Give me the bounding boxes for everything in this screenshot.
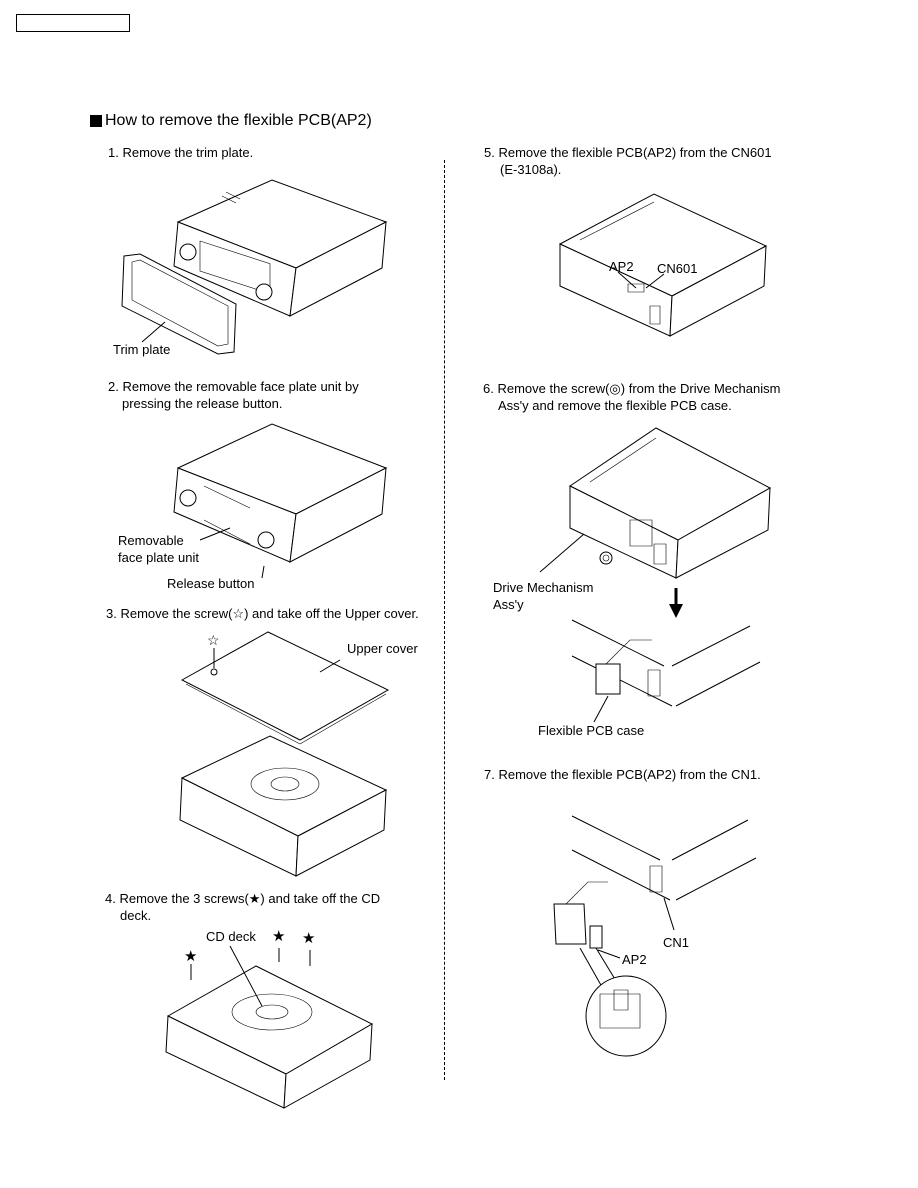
step6-drive-mechanism	[540, 428, 770, 578]
bullet-square-icon	[90, 115, 102, 127]
open-star-icon: ☆	[207, 632, 220, 648]
removable-label-line2: face plate unit	[118, 550, 199, 565]
step3-text: 3. Remove the screw(☆) and take off the …	[106, 606, 419, 621]
filled-star-icon-a: ★	[272, 928, 286, 945]
cn1-label: CN1	[663, 935, 690, 950]
column-divider	[444, 160, 445, 1080]
header-box	[16, 14, 130, 32]
step6-text-line2: Ass'y and remove the flexible PCB case.	[498, 398, 732, 413]
step1-text: 1. Remove the trim plate.	[108, 145, 254, 160]
step4-text-line2: deck.	[120, 908, 152, 923]
step6-detail	[572, 620, 760, 722]
upper-cover-label: Upper cover	[347, 641, 418, 656]
step4-text-line1: 4. Remove the 3 screws(★) and take off t…	[105, 891, 381, 906]
filled-star-icon-c: ★	[184, 948, 198, 965]
page-title-text: How to remove the flexible PCB(AP2)	[105, 112, 372, 129]
drive-mechanism-label-line2: Ass'y	[493, 597, 524, 612]
step6-arrow	[669, 588, 683, 618]
step6-text-line1: 6. Remove the screw(◎) from the Drive Me…	[483, 381, 781, 396]
step5-drive-mechanism	[560, 194, 766, 336]
ap2-label-b: AP2	[622, 952, 647, 967]
step2-text-line2: pressing the release button.	[122, 396, 283, 411]
step5-text-line1: 5. Remove the flexible PCB(AP2) from the…	[484, 145, 772, 160]
trim-plate-label: Trim plate	[113, 342, 171, 357]
step1-unit-illustration	[174, 180, 386, 316]
step3-chassis	[180, 736, 386, 876]
step2-unit-illustration	[174, 424, 386, 578]
filled-star-icon-b: ★	[302, 930, 316, 947]
page-title: How to remove the flexible PCB(AP2)	[90, 112, 372, 130]
step4-cd-deck	[166, 946, 372, 1108]
step2-text-line1: 2. Remove the removable face plate unit …	[108, 379, 359, 394]
ap2-label-a: AP2	[609, 259, 634, 274]
step7-text: 7. Remove the flexible PCB(AP2) from the…	[484, 767, 761, 782]
flexible-pcb-case-label: Flexible PCB case	[538, 723, 645, 738]
cn601-label: CN601	[657, 261, 698, 276]
step7-cn1	[554, 816, 756, 1056]
step1-trim-plate	[122, 254, 236, 354]
removable-label-line1: Removable	[118, 533, 184, 548]
step3-upper-cover	[182, 632, 388, 744]
cd-deck-label: CD deck	[206, 929, 256, 944]
step5-text-line2: (E-3108a).	[500, 162, 562, 177]
drive-mechanism-label-line1: Drive Mechanism	[493, 580, 594, 595]
release-button-label: Release button	[167, 576, 255, 591]
